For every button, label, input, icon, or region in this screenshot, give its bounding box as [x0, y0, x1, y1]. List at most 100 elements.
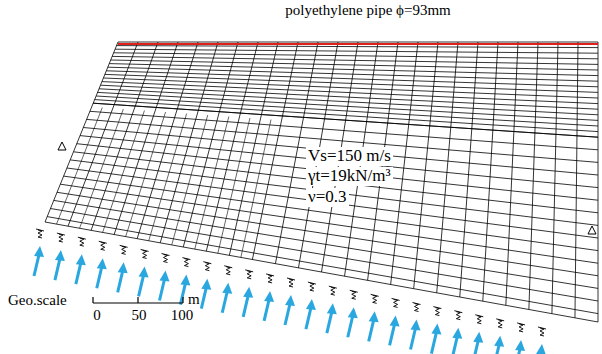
scale-tick-label: 100 — [171, 307, 194, 324]
scale-tick-label: 0 — [93, 307, 101, 324]
arrowhead — [369, 311, 379, 322]
mesh-line — [229, 42, 278, 255]
spring-symbol — [143, 250, 147, 258]
arrowhead — [390, 315, 400, 326]
spring-symbol — [57, 233, 65, 235]
arrowhead — [76, 254, 86, 265]
property-text: ν=0.3 — [306, 188, 349, 207]
mesh-line — [160, 42, 218, 243]
mesh-line — [437, 42, 458, 293]
arrowhead — [180, 275, 190, 286]
scale-bar — [93, 297, 183, 303]
mesh-line — [149, 114, 187, 241]
arrowhead — [97, 258, 107, 269]
spring-symbol — [184, 259, 188, 267]
spring-symbol — [308, 282, 316, 284]
arrowhead — [411, 320, 421, 331]
scale-title: Geo.scale — [8, 292, 67, 309]
spring-symbol — [120, 245, 128, 247]
mesh-line — [80, 109, 124, 228]
spring-symbol — [329, 286, 337, 288]
spring-symbol — [162, 254, 170, 256]
spring-symbol — [331, 287, 335, 295]
spring-symbol — [268, 275, 272, 283]
arrowhead — [431, 324, 441, 335]
spring-symbol — [78, 237, 86, 239]
mesh-line — [391, 42, 418, 285]
spring-symbol — [519, 324, 523, 332]
spring-symbol — [538, 327, 546, 329]
mesh-line — [137, 42, 198, 239]
spring-symbol — [289, 279, 293, 287]
mesh — [45, 42, 598, 322]
mesh-line — [460, 42, 478, 297]
mesh-line — [218, 118, 250, 253]
mesh-line — [57, 108, 103, 225]
arrowhead — [327, 303, 337, 314]
property-text: γt=19kN/m³ — [306, 167, 393, 186]
arrowhead — [243, 287, 253, 298]
pipe-line — [118, 43, 598, 45]
spring-symbol — [454, 311, 462, 313]
spring-symbol — [540, 328, 544, 336]
mesh-line — [206, 42, 258, 251]
input-arrows — [34, 246, 546, 354]
spring-symbol — [203, 262, 211, 264]
supports — [58, 142, 596, 234]
arrowhead — [452, 328, 462, 339]
arrowhead — [536, 344, 546, 354]
spring-symbol — [352, 291, 356, 299]
spring-symbol — [392, 298, 400, 300]
spring-symbol — [415, 304, 419, 312]
mesh-line — [241, 120, 271, 258]
spring-symbol — [475, 315, 483, 317]
spring-symbol — [456, 312, 460, 320]
arrowhead — [306, 299, 316, 310]
mesh-line — [575, 42, 578, 318]
arrowhead — [34, 246, 44, 257]
spring-symbol — [435, 308, 439, 316]
spring-symbol — [496, 319, 504, 321]
spring-symbol — [141, 249, 149, 251]
mesh-line — [598, 42, 599, 322]
mesh-line — [552, 42, 558, 314]
spring-symbol — [205, 263, 209, 271]
spring-symbol — [224, 266, 232, 268]
roller-support — [588, 226, 596, 234]
roller-support — [58, 142, 66, 150]
property-text: Vs=150 m/s — [306, 147, 393, 166]
spring-symbol — [433, 307, 441, 309]
spring-symbol — [371, 294, 379, 296]
arrowhead — [201, 279, 211, 290]
spring-symbol — [394, 299, 398, 307]
scale-tick-label: 50 — [132, 307, 147, 324]
spring-symbol — [413, 303, 421, 305]
spring-symbol — [245, 270, 253, 272]
arrowhead — [160, 271, 170, 282]
spring-symbol — [287, 278, 295, 280]
spring-symbol — [247, 271, 251, 279]
mesh-line — [68, 42, 138, 226]
arrowhead — [222, 283, 232, 294]
spring-symbol — [266, 274, 274, 276]
spring-symbol — [99, 241, 107, 243]
arrowhead — [285, 295, 295, 306]
spring-symbol — [59, 234, 63, 242]
springs — [36, 229, 546, 336]
arrowhead — [348, 307, 358, 318]
arrowhead — [139, 266, 149, 277]
mesh-line — [45, 42, 118, 222]
spring-symbol — [498, 320, 502, 328]
spring-symbol — [164, 255, 168, 263]
arrowhead — [264, 291, 274, 302]
spring-symbol — [122, 246, 126, 254]
spring-symbol — [517, 323, 525, 325]
arrowhead — [473, 332, 483, 343]
mesh-line — [183, 42, 238, 247]
spring-symbol — [101, 242, 105, 250]
mesh-line — [529, 42, 538, 310]
mesh-line — [126, 112, 166, 237]
mesh-line — [103, 111, 145, 233]
spring-symbol — [310, 283, 314, 291]
